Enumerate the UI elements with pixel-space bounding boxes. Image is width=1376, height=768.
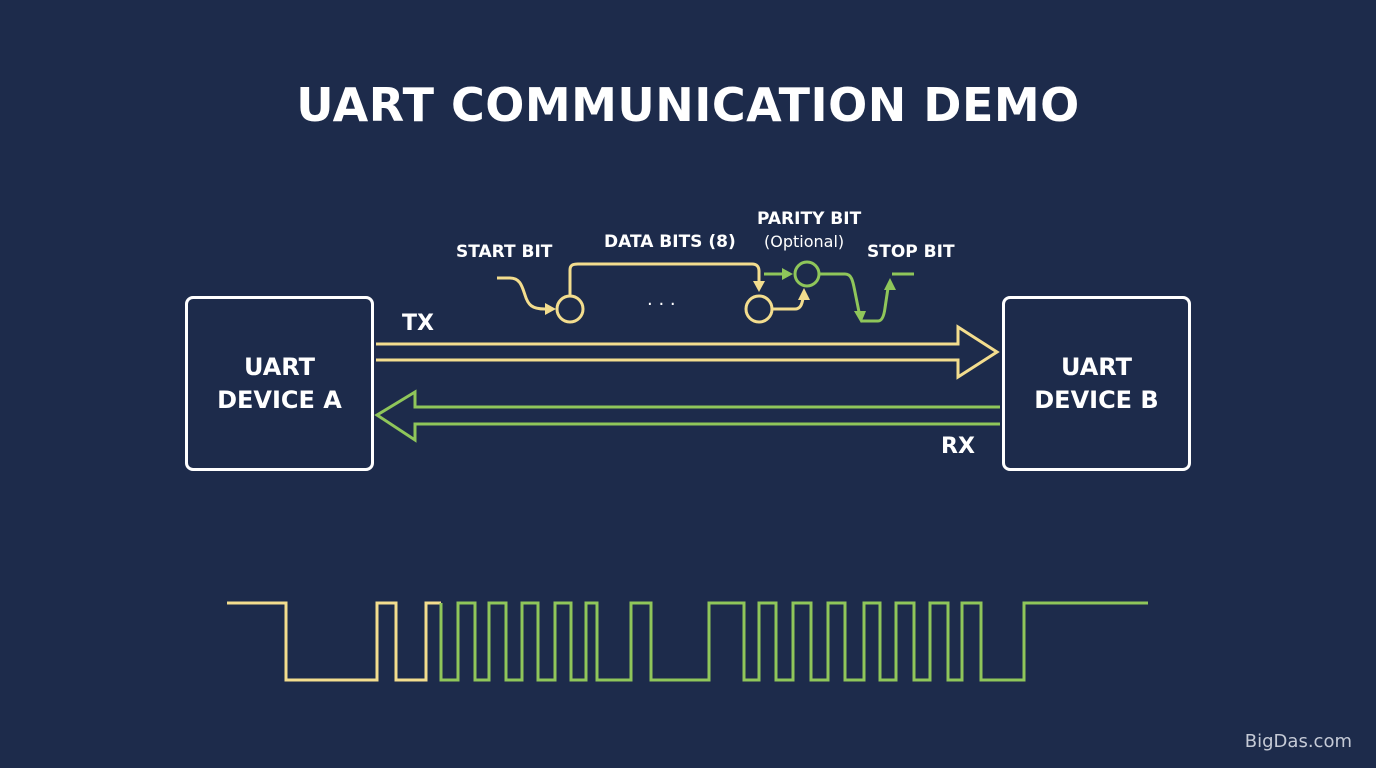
- data-bit-end-circle: [744, 294, 774, 324]
- start-bit-circle: [555, 294, 585, 324]
- waveform-tx-segment: [227, 601, 441, 682]
- stop-bit-down-arrowhead: [854, 311, 866, 323]
- stop-bit-rise: [861, 287, 890, 323]
- rx-label: RX: [941, 434, 975, 459]
- rx-arrow: [374, 389, 1000, 443]
- start-bit-arrow: [497, 276, 552, 311]
- stop-bit-label: STOP BIT: [867, 242, 955, 262]
- data-bits-arrowhead: [753, 281, 765, 292]
- data-bits-label: DATA BITS (8): [604, 232, 736, 252]
- page-title: UART COMMUNICATION DEMO: [296, 78, 1080, 132]
- stop-bit-curve: [820, 272, 861, 313]
- stop-bit-up-arrowhead: [884, 278, 896, 290]
- parity-optional-note: (Optional): [764, 232, 845, 251]
- tx-arrow: [376, 324, 1000, 380]
- data-bits-bracket: [568, 262, 761, 296]
- watermark: BigDas.com: [1244, 731, 1352, 752]
- uart-device-a-box: UART DEVICE A: [185, 296, 374, 471]
- device-b-line2: DEVICE B: [1034, 385, 1159, 414]
- start-bit-label: START BIT: [456, 242, 553, 262]
- parity-bit-label: PARITY BIT: [757, 209, 862, 229]
- waveform-rx-segment: [439, 601, 1148, 682]
- device-a-line1: UART: [243, 352, 316, 381]
- data-to-parity-arrowhead: [798, 288, 810, 300]
- device-b-line1: UART: [1060, 352, 1133, 381]
- data-to-parity-line: [772, 297, 805, 311]
- parity-in-arrowhead: [782, 268, 793, 280]
- parity-bit-circle: [793, 260, 821, 288]
- data-bits-ellipsis: · · ·: [647, 294, 676, 315]
- uart-device-b-box: UART DEVICE B: [1002, 296, 1191, 471]
- tx-label: TX: [402, 311, 434, 336]
- start-bit-arrowhead: [545, 303, 556, 315]
- device-a-line2: DEVICE A: [217, 385, 342, 414]
